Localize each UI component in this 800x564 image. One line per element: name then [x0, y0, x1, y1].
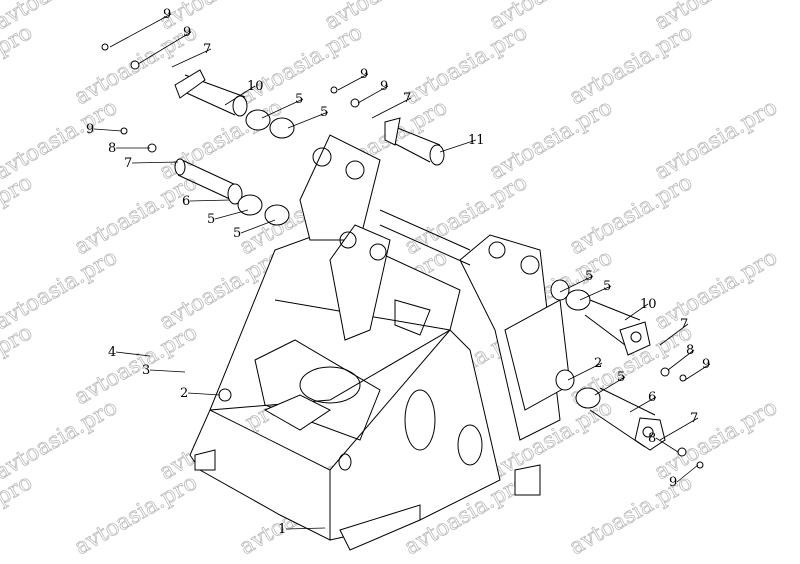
part-callout-9: 9 [183, 25, 191, 40]
part-callout-8: 8 [686, 343, 694, 358]
leader-line [189, 199, 231, 202]
leader-line [285, 527, 326, 530]
watermark-text: avtoasia.pro [651, 395, 782, 485]
part-callout-4: 4 [108, 345, 116, 360]
watermark-text: avtoasia.pro [486, 95, 617, 185]
leader-line [214, 209, 249, 220]
front-frame [189, 134, 571, 551]
washer-5 [245, 109, 271, 131]
leader-line [676, 464, 699, 483]
leader-line [240, 219, 276, 234]
watermark-text: avtoasia.pro [0, 245, 122, 335]
part-callout-5: 5 [233, 226, 241, 241]
leader-line [659, 417, 699, 441]
watermark-text: avtoasia.pro [71, 170, 202, 260]
part-callout-9: 9 [380, 79, 388, 94]
leader-line [371, 97, 412, 119]
leader-line [115, 351, 151, 357]
part-callout-2: 2 [594, 356, 602, 371]
part-callout-2: 2 [180, 386, 188, 401]
leader-line [171, 48, 212, 68]
pin-10-upper-left [174, 69, 248, 117]
part-callout-8: 8 [108, 141, 116, 156]
part-callout-9: 9 [86, 122, 94, 137]
part-callout-9: 9 [702, 357, 710, 372]
leader-line [594, 376, 626, 396]
leader-line [137, 31, 192, 65]
washer-5 [237, 194, 263, 216]
part-callout-7: 7 [124, 156, 132, 171]
leader-line [224, 85, 256, 106]
part-callout-1: 1 [278, 522, 286, 537]
part-callout-7: 7 [203, 42, 211, 57]
part-callout-5: 5 [617, 370, 625, 385]
part-callout-7: 7 [690, 411, 698, 426]
part-callout-10: 10 [247, 79, 264, 94]
part-callout-5: 5 [295, 92, 303, 107]
watermark-text: avtoasia.pro [0, 320, 37, 410]
watermark-text: avtoasia.pro [0, 395, 122, 485]
watermark-text: avtoasia.pro [401, 20, 532, 110]
leader-line [109, 13, 172, 48]
part-callout-5: 5 [603, 279, 611, 294]
watermark-text: avtoasia.pro [71, 470, 202, 560]
part-callout-5: 5 [320, 105, 328, 120]
watermark-text: avtoasia.pro [651, 95, 782, 185]
watermark-text: avtoasia.pro [0, 470, 37, 560]
part-callout-11: 11 [468, 133, 485, 148]
watermark-text: avtoasia.pro [0, 170, 37, 260]
part-callout-7: 7 [680, 317, 688, 332]
pins-and-washers [101, 43, 704, 469]
pin-10-right [565, 289, 651, 356]
watermark-text: avtoasia.pro [566, 20, 697, 110]
leader-line [287, 111, 329, 129]
leader-line [667, 349, 695, 371]
leader-line [357, 85, 389, 104]
leader-line [579, 285, 612, 301]
leader-line [439, 139, 477, 153]
washer-5 [264, 204, 290, 226]
leader-line [337, 73, 369, 91]
leader-line [93, 128, 123, 132]
washer-5 [269, 117, 295, 139]
part-callout-5: 5 [207, 212, 215, 227]
part-callout-9: 9 [163, 7, 171, 22]
part-callout-6: 6 [648, 390, 656, 405]
leader-line [655, 437, 679, 453]
watermark-text: avtoasia.pro [0, 95, 122, 185]
leader-line [261, 98, 304, 119]
part-callout-8: 8 [648, 431, 656, 446]
part-callout-7: 7 [403, 91, 411, 106]
part-callout-9: 9 [360, 67, 368, 82]
leader-line [684, 363, 711, 381]
watermark-text: avtoasia.pro [0, 20, 37, 110]
part-callout-9: 9 [669, 475, 677, 490]
leader-line [149, 369, 186, 373]
leader-line [629, 396, 657, 413]
leader-line [624, 303, 649, 321]
leader-line [659, 323, 689, 346]
leader-line [187, 392, 221, 396]
leader-line [559, 275, 594, 293]
watermark-text: avtoasia.pro [566, 170, 697, 260]
part-callout-3: 3 [142, 363, 150, 378]
watermark-text: avtoasia.pro [651, 245, 782, 335]
leader-line [567, 362, 603, 381]
pin-11 [384, 117, 445, 166]
pin-6-right [575, 387, 666, 451]
part-callout-6: 6 [182, 194, 190, 209]
part-callout-10: 10 [640, 297, 657, 312]
pin-6-upper [174, 158, 243, 205]
part-callout-5: 5 [585, 269, 593, 284]
leader-line [131, 161, 179, 164]
